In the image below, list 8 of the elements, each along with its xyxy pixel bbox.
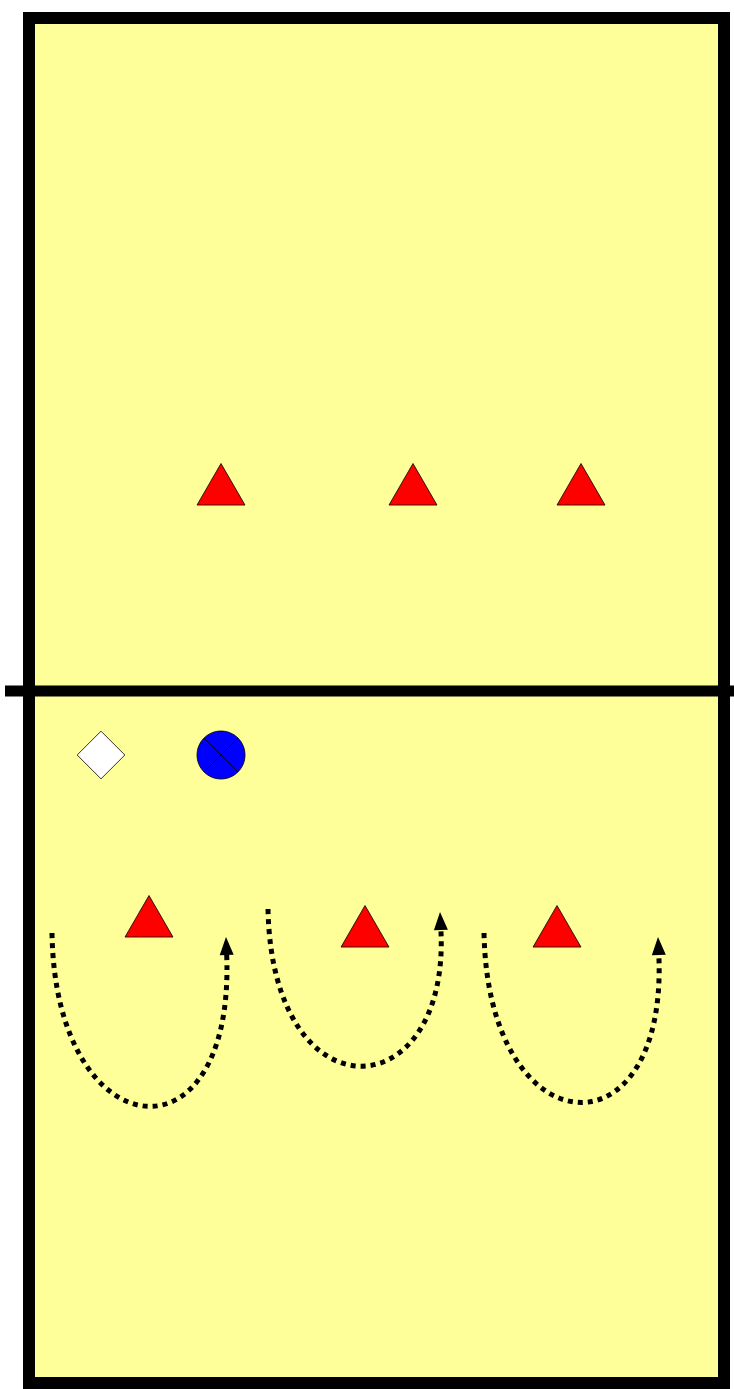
player-diamond xyxy=(76,730,126,780)
cone-triangle xyxy=(340,905,390,948)
cone-triangle xyxy=(124,895,174,938)
ball-circle xyxy=(196,730,246,780)
cone-triangle xyxy=(388,463,438,506)
cone-triangle xyxy=(196,463,246,506)
cone-triangle xyxy=(556,463,606,506)
cone-triangle xyxy=(532,905,582,948)
